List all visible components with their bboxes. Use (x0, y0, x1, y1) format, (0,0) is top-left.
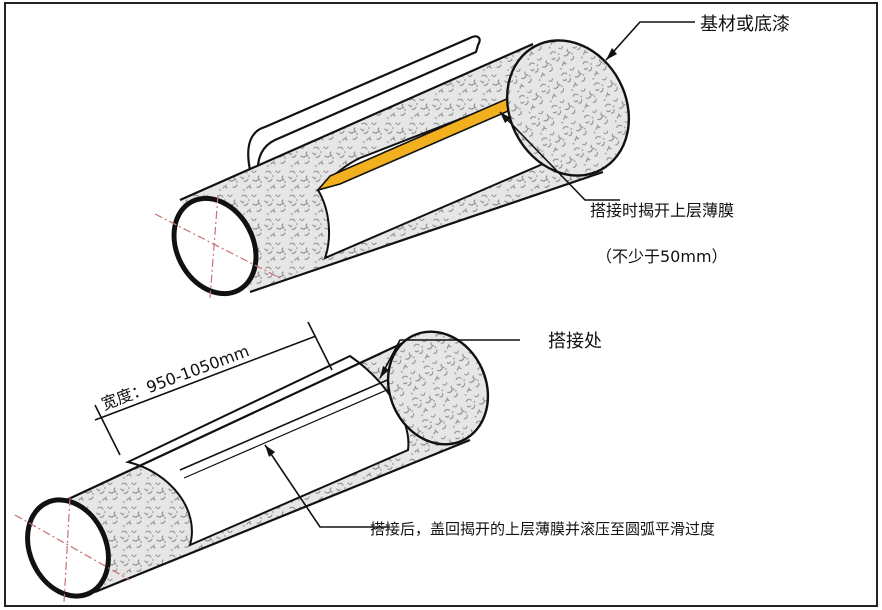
overlap-leader (379, 339, 520, 379)
bottom-pipe-far-end (386, 330, 490, 446)
after-overlap-leader (264, 444, 390, 528)
bottom-pipe-near-end (25, 497, 111, 599)
bottom-pipe (14, 321, 520, 603)
label-width: 宽度：950-1050mm (99, 341, 252, 414)
peel-film-leader (499, 111, 620, 201)
label-substrate: 基材或底漆 (700, 14, 790, 35)
top-pipe (154, 21, 695, 299)
bottom-centerlines (14, 497, 131, 603)
diagram-border (4, 2, 878, 607)
overlap-seam (179, 377, 393, 471)
label-overlap: 搭接处 (548, 331, 602, 352)
peeled-film-flap (247, 35, 481, 171)
top-pipe-far-end (505, 39, 631, 177)
top-centerlines (154, 194, 281, 299)
label-peel-min: （不少于50mm） (596, 247, 728, 266)
top-pipe-near-end (171, 195, 259, 297)
label-after-overlap: 搭接后，盖回揭开的上层薄膜并滚压至圆弧平滑过度 (370, 520, 715, 538)
substrate-leader (605, 21, 695, 61)
label-peel-film: 搭接时揭开上层薄膜 (590, 201, 734, 220)
width-dimension (94, 321, 333, 456)
